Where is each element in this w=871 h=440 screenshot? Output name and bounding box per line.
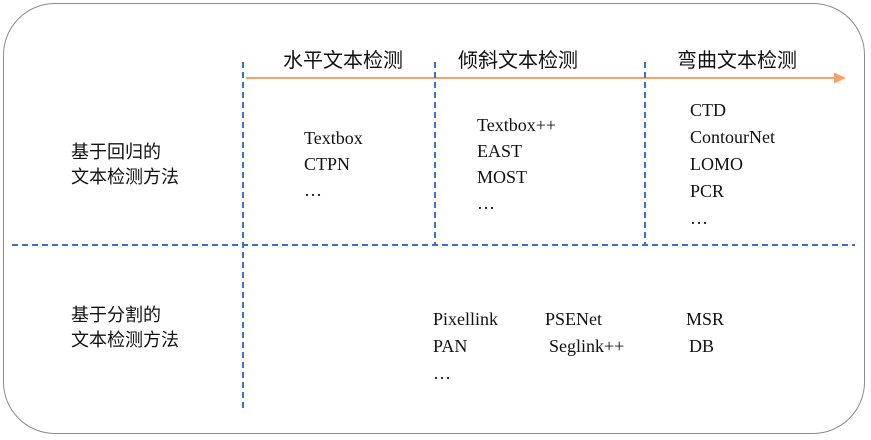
method-item: LOMO bbox=[690, 154, 743, 174]
method-item: … bbox=[690, 208, 708, 228]
method-item: PCR bbox=[690, 181, 725, 201]
regression-horizontal-cell: Textbox CTPN … bbox=[304, 125, 363, 203]
method-item: Seglink++ bbox=[549, 336, 625, 356]
method-item: Pixellink bbox=[433, 309, 499, 329]
method-item: CTD bbox=[690, 100, 726, 120]
column-header-oblique: 倾斜文本检测 bbox=[458, 48, 578, 72]
segmentation-cell-b: PSENet Seglink++ bbox=[545, 306, 624, 360]
row-label-segmentation: 基于分割的 文本检测方法 bbox=[71, 303, 179, 353]
row-label-line: 文本检测方法 bbox=[71, 167, 179, 188]
method-item: ContourNet bbox=[690, 127, 775, 147]
segmentation-cell-c: MSR DB bbox=[686, 306, 724, 360]
method-item: PAN bbox=[433, 336, 468, 356]
method-item: MSR bbox=[686, 309, 725, 329]
method-item: PSENet bbox=[545, 309, 603, 329]
column-header-horizontal: 水平文本检测 bbox=[283, 48, 403, 72]
method-item: … bbox=[433, 363, 451, 383]
method-item: … bbox=[477, 193, 495, 213]
column-header-curved: 弯曲文本检测 bbox=[677, 48, 797, 72]
row-label-line: 文本检测方法 bbox=[71, 330, 179, 351]
method-item: Textbox bbox=[304, 128, 363, 148]
method-item: DB bbox=[689, 336, 715, 356]
method-item: CTPN bbox=[304, 154, 351, 174]
axis-arrowhead bbox=[834, 72, 846, 84]
regression-oblique-cell: Textbox++ EAST MOST … bbox=[477, 112, 556, 216]
method-item: … bbox=[304, 180, 322, 200]
row-label-line: 基于回归的 bbox=[71, 142, 161, 163]
diagram-frame bbox=[3, 3, 865, 434]
row-label-line: 基于分割的 bbox=[71, 305, 161, 326]
method-item: EAST bbox=[477, 141, 522, 161]
segmentation-cell-a: Pixellink PAN … bbox=[433, 306, 498, 387]
method-item: MOST bbox=[477, 167, 528, 187]
method-item: Textbox++ bbox=[477, 115, 557, 135]
row-label-regression: 基于回归的 文本检测方法 bbox=[71, 140, 179, 190]
regression-curved-cell: CTD ContourNet LOMO PCR … bbox=[690, 97, 775, 232]
